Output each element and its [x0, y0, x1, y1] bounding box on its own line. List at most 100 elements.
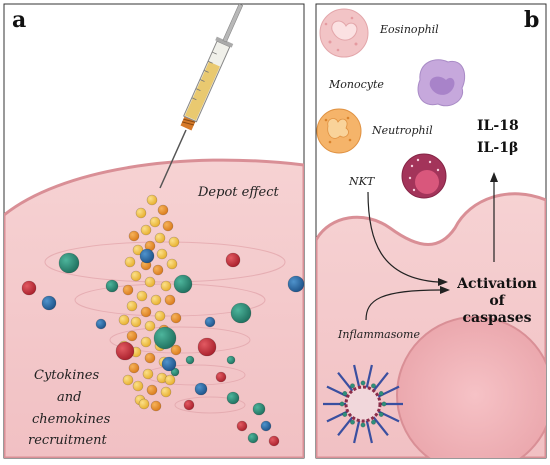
cytokine-particle	[260, 420, 272, 432]
tissue-surface	[4, 158, 304, 458]
cytokine-particles	[21, 248, 304, 447]
inflammasome-activation-arrow	[365, 289, 441, 321]
cytokine-particle	[204, 316, 216, 328]
depot-particle	[140, 224, 152, 236]
panel-a-letter: a	[12, 7, 26, 33]
activation-arrows	[365, 191, 441, 321]
neutrophil-cell	[316, 108, 362, 154]
depot-particle	[168, 236, 180, 248]
neutrophil-label: Neutrophil	[371, 124, 433, 137]
cytokine-particle	[95, 318, 107, 330]
inflammasome-arrow-head	[440, 286, 450, 294]
cytokine-particle	[247, 432, 259, 444]
inflammasome-complex	[323, 364, 403, 444]
depot-particle	[144, 320, 156, 332]
nkt-activation-arrow	[367, 191, 439, 283]
depot-particle	[160, 280, 172, 292]
depot-particle	[135, 207, 147, 219]
activation-label-line2: of	[489, 293, 505, 309]
panel-b-letter: b	[524, 7, 539, 33]
cytokine-particle	[230, 302, 252, 324]
inflammasome-bead	[370, 383, 376, 389]
cytokine-particle	[185, 355, 195, 365]
depot-particle	[132, 380, 144, 392]
eosinophil-label: Eosinophil	[379, 23, 439, 36]
inflammasome-bead	[360, 380, 366, 386]
cytokine-particle	[161, 356, 177, 372]
depot-particle	[128, 230, 140, 242]
depot-particle	[152, 264, 164, 276]
inflammasome-bead	[349, 419, 355, 425]
cytokine-il18-label: IL-18	[477, 118, 519, 134]
depot-particle	[156, 248, 168, 260]
inflammasome-spoke	[365, 364, 373, 391]
monocyte-cell	[417, 59, 466, 107]
depot-particles	[118, 194, 182, 412]
cytokine-particle	[194, 382, 208, 396]
depot-particle	[164, 294, 176, 306]
inflammasome-bead	[378, 411, 384, 417]
recruitment-label-line1: Cytokines	[34, 368, 99, 383]
depot-particle	[132, 244, 144, 256]
depot-particle	[126, 330, 138, 342]
cytokine-particle	[170, 367, 180, 377]
depot-particle	[154, 232, 166, 244]
depot-particle	[142, 368, 154, 380]
depot-particle	[144, 352, 156, 364]
depot-particle	[166, 258, 178, 270]
inflammasome-bead	[370, 419, 376, 425]
depot-particle	[130, 270, 142, 282]
depot-particle	[144, 276, 156, 288]
cytokine-particle	[183, 399, 195, 411]
depot-particle	[122, 374, 134, 386]
depot-particle	[130, 316, 142, 328]
syringe-needle	[159, 129, 187, 189]
eosinophil-cell	[319, 8, 369, 58]
nkt-arrow-head	[438, 278, 448, 286]
depot-particle	[122, 284, 134, 296]
activation-label-line1: Activation	[456, 276, 537, 292]
recruitment-label-line2: and	[57, 390, 81, 405]
monocyte-label: Monocyte	[328, 78, 384, 91]
depot-particle	[162, 220, 174, 232]
nkt-cell	[401, 153, 447, 199]
inflammasome-bead	[360, 422, 366, 428]
depot-particle	[140, 306, 152, 318]
depot-particle	[126, 300, 138, 312]
depot-particle	[160, 386, 172, 398]
depot-particle	[128, 362, 140, 374]
syringe-liquid	[184, 61, 220, 121]
cytokine-particle	[226, 355, 236, 365]
depot-particle	[150, 400, 162, 412]
inflammasome-bead	[342, 390, 348, 396]
cytokine-particle	[58, 252, 80, 274]
depot-particle	[136, 290, 148, 302]
cytokine-particle	[41, 295, 57, 311]
cytokine-particle	[252, 402, 266, 416]
nkt-label: NKT	[348, 175, 376, 188]
nucleus	[396, 316, 546, 458]
depot-particle	[146, 384, 158, 396]
cytokine-particle	[225, 252, 241, 268]
inflammasome-label: Inflammasome	[337, 328, 420, 341]
panel-b: Eosinophil Monocyte Neutrophil NKT	[315, 3, 547, 459]
cytokine-particle	[21, 280, 37, 296]
inflammasome-bead	[342, 411, 348, 417]
depot-particle	[138, 398, 150, 410]
depot-particle	[124, 256, 136, 268]
depot-particle	[140, 336, 152, 348]
syringe-plunger	[222, 4, 244, 43]
inflammasome-ring	[344, 385, 382, 423]
cytokine-particle	[153, 326, 177, 350]
depot-particle	[164, 374, 176, 386]
inflammasome-bead	[378, 390, 384, 396]
cytokine-particle	[115, 341, 135, 361]
cytokine-particle	[139, 248, 155, 264]
depot-particle	[150, 294, 162, 306]
panel-a: Depot effect Cytokines and chemokines re…	[3, 3, 305, 459]
inflammasome-spoke	[375, 385, 400, 399]
recruitment-label-line3: chemokines	[32, 412, 111, 427]
cytokine-particle	[236, 420, 248, 432]
cytokine-particle	[287, 275, 304, 293]
